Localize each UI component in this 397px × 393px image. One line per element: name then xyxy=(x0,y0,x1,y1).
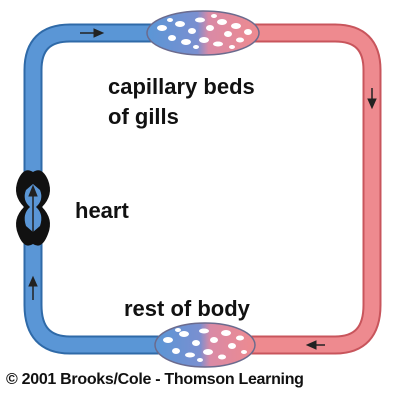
heart-label: heart xyxy=(75,200,129,222)
gills-label-line1: capillary beds xyxy=(108,76,255,98)
copyright-notice: © 2001 Brooks/Cole - Thomson Learning xyxy=(6,372,304,388)
body-label: rest of body xyxy=(124,298,250,320)
gill-capillary-bed xyxy=(147,11,259,55)
gills-label-line2: of gills xyxy=(108,106,179,128)
body-capillary-bed xyxy=(155,323,255,367)
